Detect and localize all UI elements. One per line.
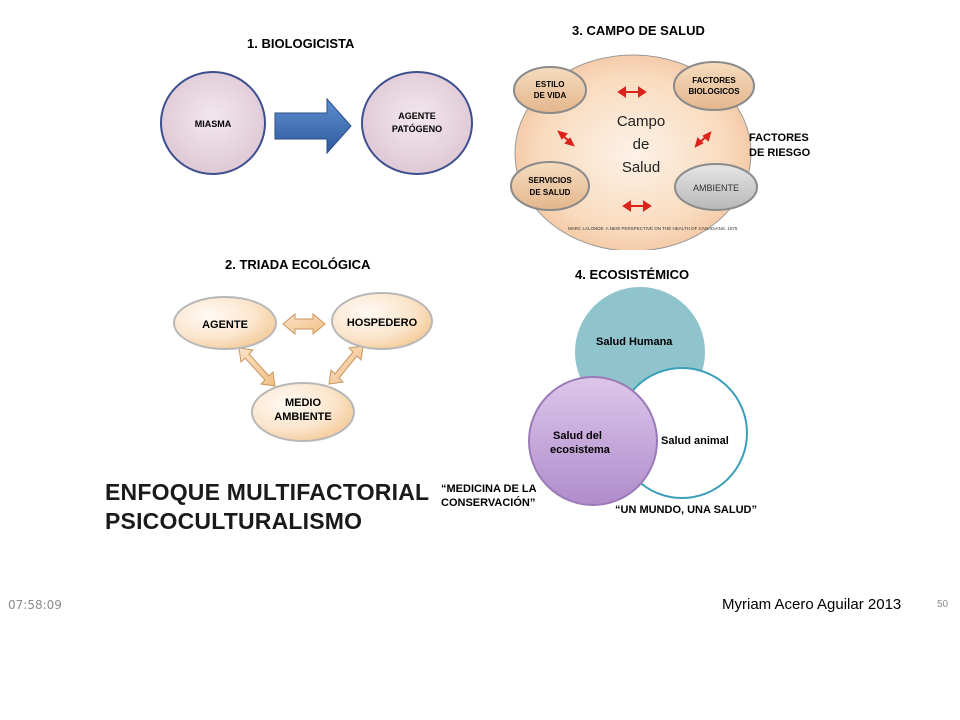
ambiente-oval (674, 163, 758, 211)
ambiente-label: AMBIENTE (693, 183, 739, 193)
lalonde-citation: MARC LALONDE. A NEW PERSPECTIVE ON THE H… (568, 226, 738, 231)
triada-arrow-left (238, 347, 276, 387)
factores-riesgo-2: DE RIESGO (749, 147, 811, 159)
biologicista-diagram: 1. BIOLOGICISTA MIASMA AGENTE PATÓGENO (160, 36, 473, 175)
factores-label-1: FACTORES (692, 76, 736, 85)
triada-title: 2. TRIADA ECOLÓGICA (225, 257, 371, 272)
triada-arrow-top (282, 312, 326, 336)
agente-patogeno-circle (361, 71, 473, 175)
estilo-de-vida-oval (513, 66, 587, 114)
agente-label: AGENTE (202, 319, 248, 331)
miasma-circle (160, 71, 266, 175)
medicina-conservacion-2: CONSERVACIÓN” (441, 496, 535, 509)
salud-ecosistema-label-2: ecosistema (550, 444, 611, 456)
slide-number: 50 (937, 599, 949, 610)
ecosistemico-title: 4. ECOSISTÉMICO (575, 267, 689, 282)
hospedero-label: HOSPEDERO (347, 317, 418, 329)
factores-riesgo-1: FACTORES (749, 132, 809, 144)
blue-arrow (274, 97, 352, 155)
enfoque-heading: ENFOQUE MULTIFACTORIAL PSICOCULTURALISMO (105, 478, 429, 536)
agente-patogeno-label-2: PATÓGENO (392, 123, 442, 134)
enfoque-line-2: PSICOCULTURALISMO (105, 508, 363, 534)
factores-biologicos-oval (673, 61, 755, 111)
campo-salud-title: 3. CAMPO DE SALUD (572, 23, 705, 38)
campo-salud-diagram: 3. CAMPO DE SALUD Campo de Salud ESTILO … (510, 23, 811, 250)
red-arrow-top (617, 86, 647, 98)
campo-center-2: de (633, 136, 650, 153)
triada-diagram: 2. TRIADA ECOLÓGICA AGENTE HOSPEDERO MED… (173, 257, 433, 442)
estilo-label-1: ESTILO (536, 80, 565, 89)
enfoque-line-1: ENFOQUE MULTIFACTORIAL (105, 479, 430, 505)
ambiente-label-2: AMBIENTE (274, 411, 331, 423)
servicios-de-salud-oval (510, 161, 590, 211)
factores-label-2: BIOLOGICOS (688, 87, 740, 96)
medio-ambiente-oval (251, 382, 355, 442)
red-arrow-bottom (622, 200, 652, 212)
footer-author: Myriam Acero Aguilar 2013 (722, 596, 902, 613)
miasma-label: MIASMA (195, 119, 232, 129)
salud-ecosistema-circle (528, 376, 658, 506)
un-mundo-una-salud: “UN MUNDO, UNA SALUD” (615, 504, 757, 516)
medicina-conservacion-1: “MEDICINA DE LA (441, 483, 537, 495)
triada-arrow-right (328, 345, 364, 385)
red-arrow-right (694, 131, 712, 148)
agente-oval (173, 296, 277, 350)
footer-time: 07:58:09 (8, 598, 62, 612)
salud-animal-label: Salud animal (661, 435, 729, 447)
campo-center-3: Salud (622, 159, 660, 176)
servicios-label-2: DE SALUD (530, 188, 571, 197)
servicios-label-1: SERVICIOS (528, 176, 572, 185)
medio-label: MEDIO (285, 397, 322, 409)
biologicista-title: 1. BIOLOGICISTA (247, 36, 355, 51)
ecosistemico-diagram: 4. ECOSISTÉMICO Salud Humana Salud anima… (441, 267, 757, 516)
salud-humana-label: Salud Humana (596, 336, 673, 348)
campo-center-1: Campo (617, 113, 665, 130)
hospedero-oval (331, 292, 433, 350)
estilo-label-2: DE VIDA (534, 91, 567, 100)
agente-patogeno-label-1: AGENTE (398, 111, 436, 121)
red-arrow-left (557, 130, 575, 147)
salud-ecosistema-label-1: Salud del (553, 430, 602, 442)
